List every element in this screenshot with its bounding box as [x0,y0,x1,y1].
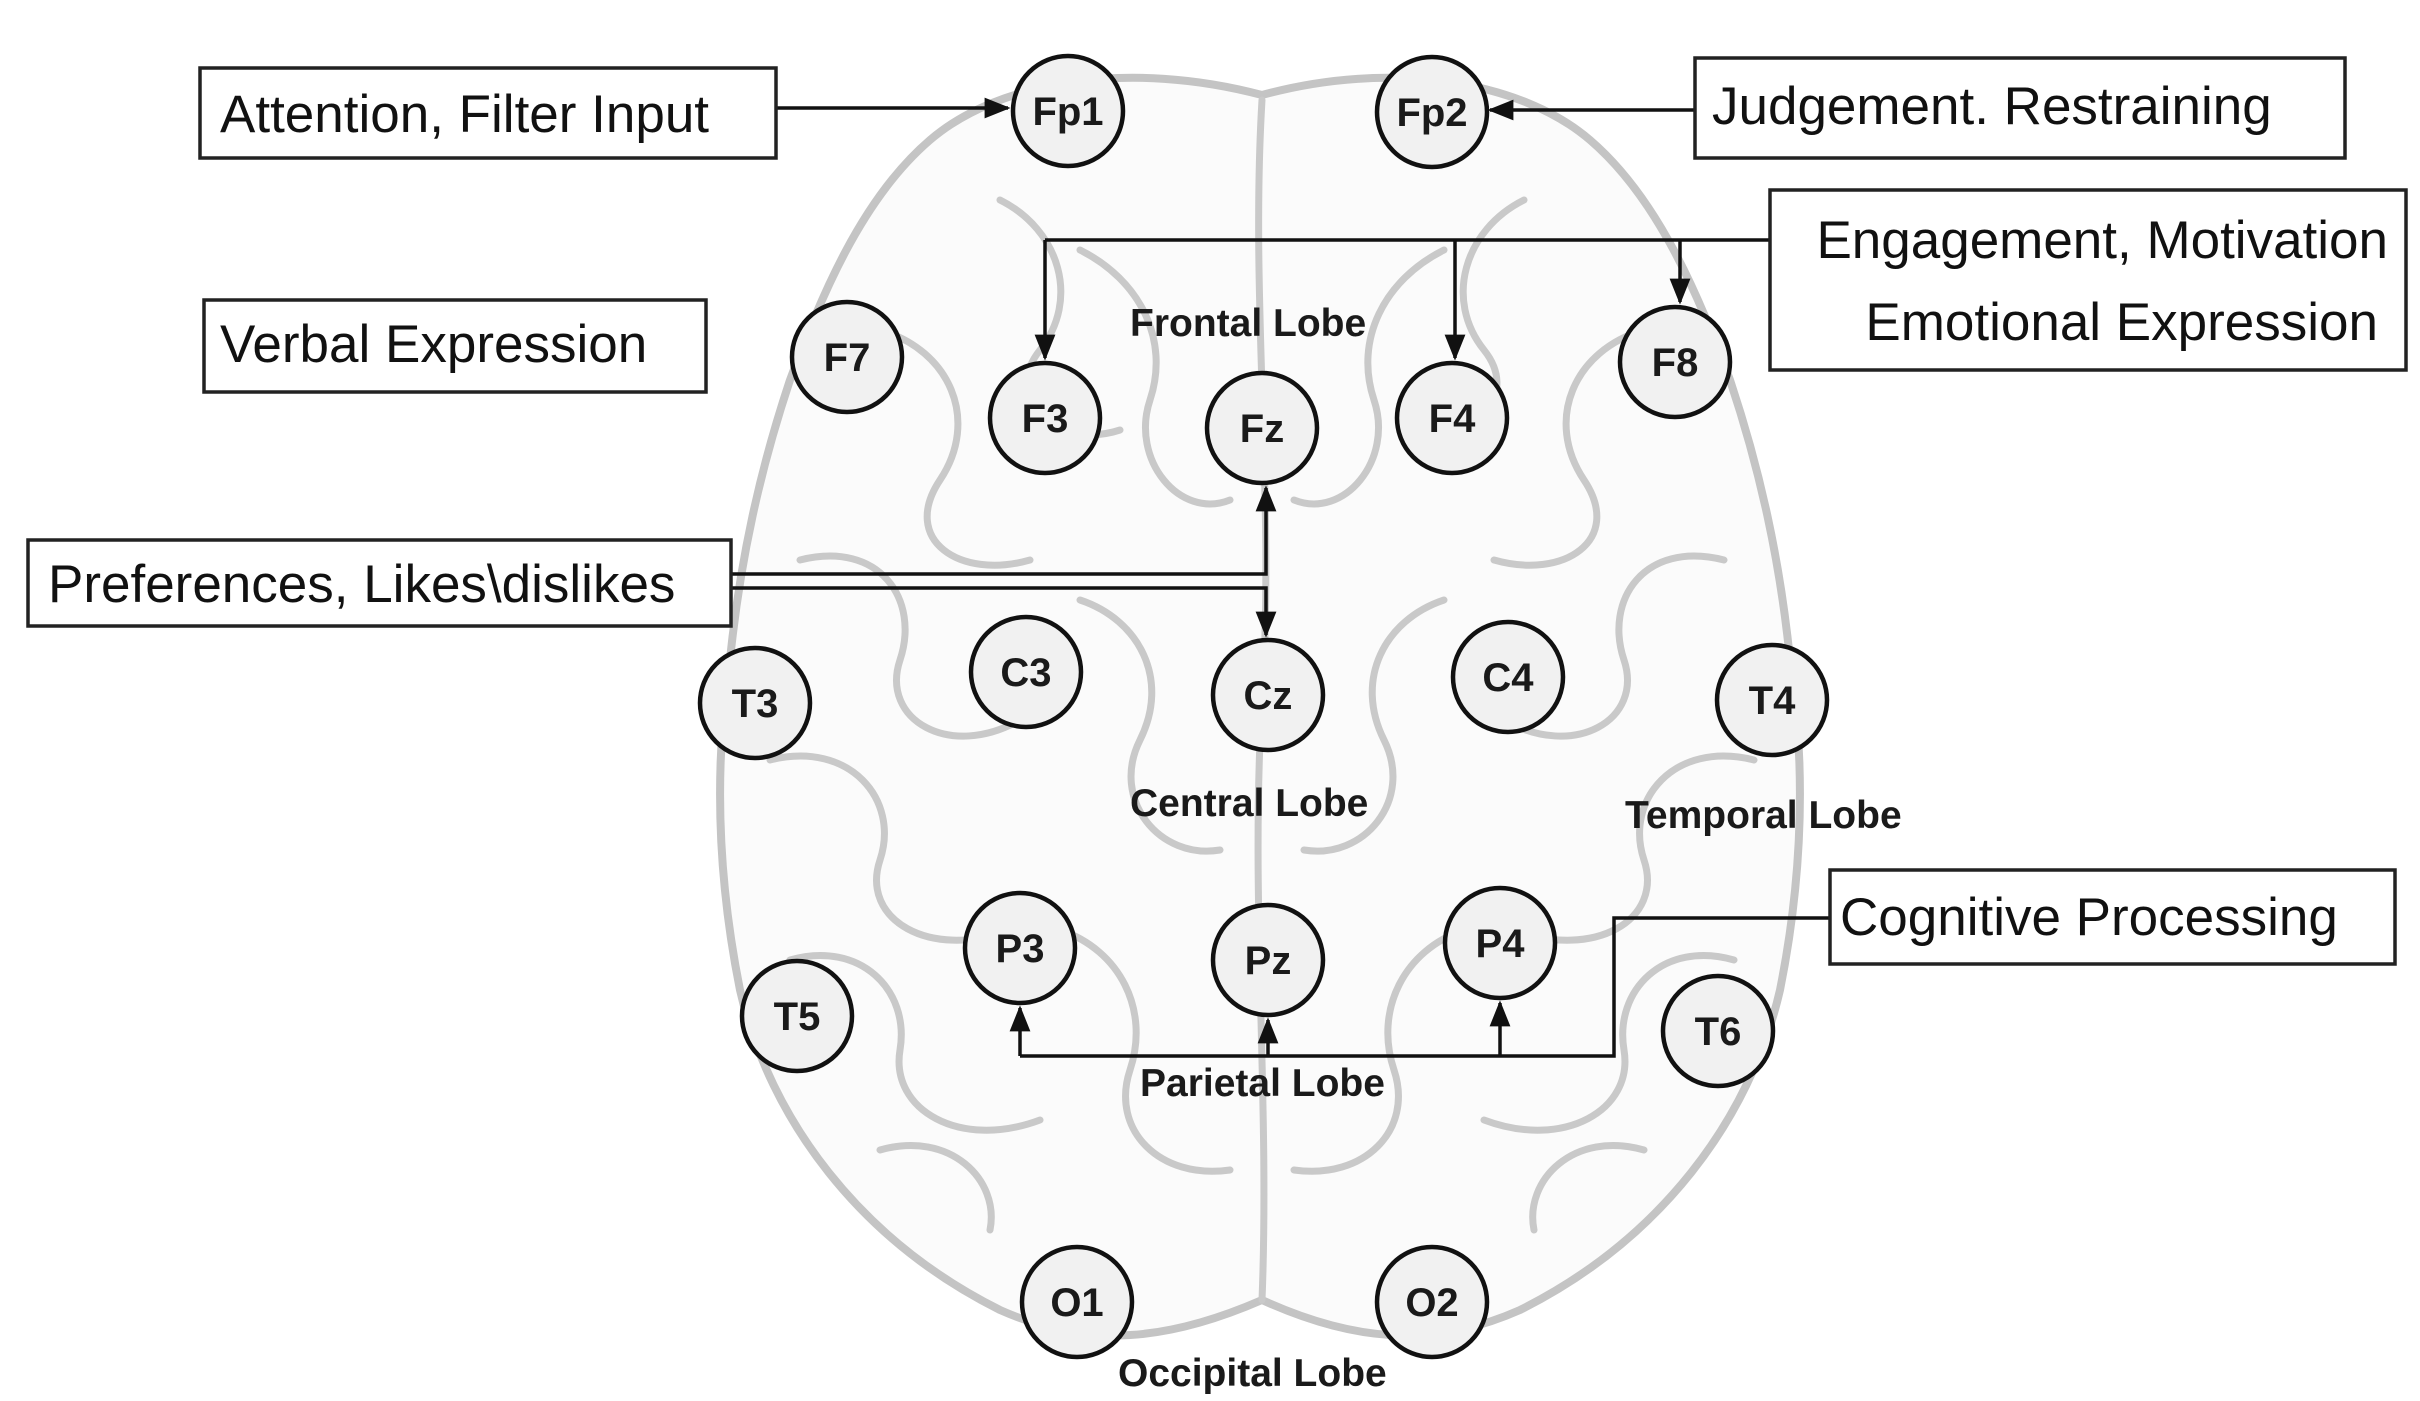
electrode-label: O2 [1405,1281,1458,1325]
electrode-circle [697,645,813,761]
function-label-cognitive: Cognitive Processing [1840,888,2338,947]
electrode-fp2: Fp2 [1374,54,1490,170]
electrode-label: C4 [1482,656,1534,700]
function-box-attention: Attention, Filter Input [198,66,778,160]
electrode-o1: O1 [1019,1244,1135,1360]
electrode-label: P4 [1476,922,1526,966]
electrode-circle [1714,642,1830,758]
electrode-label: T4 [1749,679,1796,723]
electrode-circle [962,890,1078,1006]
electrode-circle [1010,53,1126,169]
electrode-circle [1660,973,1776,1089]
function-box-cognitive: Cognitive Processing [1828,868,2397,966]
electrode-label: F8 [1652,341,1699,385]
electrode-fp1: Fp1 [1010,53,1126,169]
electrode-label: Pz [1245,939,1292,983]
electrode-fz: Fz [1204,370,1320,486]
electrode-f7: F7 [789,299,905,415]
electrode-o2: O2 [1374,1244,1490,1360]
lobe-label-frontal: Frontal Lobe [1130,302,1366,345]
electrode-cz: Cz [1210,637,1326,753]
electrode-label: T3 [732,682,779,726]
lobe-label-central: Central Lobe [1130,782,1368,825]
electrode-circle [968,614,1084,730]
function-box-verbal: Verbal Expression [202,298,708,394]
electrode-label: Cz [1244,674,1293,718]
electrode-circle [1204,370,1320,486]
electrode-label: T5 [774,995,821,1039]
electrode-c3: C3 [968,614,1084,730]
electrode-label: F7 [824,336,871,380]
function-label-engagement-line1: Engagement, Motivation [1816,211,2388,270]
electrode-circle [1374,1244,1490,1360]
electrode-circle [789,299,905,415]
electrode-label: O1 [1050,1281,1103,1325]
connector-lines [731,97,1830,1058]
electrode-p4: P4 [1442,885,1558,1001]
electrode-circle [987,360,1103,476]
electrode-t6: T6 [1660,973,1776,1089]
lobe-label-parietal: Parietal Lobe [1140,1062,1385,1105]
function-label-engagement-line2: Emotional Expression [1865,293,2378,352]
electrode-circle [739,958,855,1074]
electrode-p3: P3 [962,890,1078,1006]
electrode-f4: F4 [1394,360,1510,476]
electrode-t5: T5 [739,958,855,1074]
electrode-label: F3 [1022,397,1069,441]
electrode-label: T6 [1695,1010,1742,1054]
electrode-label: F4 [1429,397,1476,441]
electrode-t3: T3 [697,645,813,761]
electrode-f8: F8 [1617,304,1733,420]
function-box-preferences: Preferences, Likes\dislikes [26,538,733,628]
electrode-circle [1019,1244,1135,1360]
electrode-c4: C4 [1450,619,1566,735]
electrode-pz: Pz [1210,902,1326,1018]
electrode-circle [1374,54,1490,170]
connector-cognitive-trunk [1020,916,1830,1058]
connector-preferences-fz [731,485,1277,576]
lobe-label-occipital: Occipital Lobe [1118,1352,1387,1395]
function-box-engagement: Engagement, Motivation Emotional Express… [1768,188,2408,372]
electrode-label: Fp2 [1396,91,1467,135]
electrode-label: Fz [1240,407,1284,451]
function-label-attention: Attention, Filter Input [220,85,709,144]
electrode-circle [1210,902,1326,1018]
electrode-circle [1442,885,1558,1001]
function-label-judgement: Judgement. Restraining [1712,77,2272,136]
electrode-circle [1450,619,1566,735]
electrode-t4: T4 [1714,642,1830,758]
function-label-preferences: Preferences, Likes\dislikes [48,555,675,614]
electrode-f3: F3 [987,360,1103,476]
electrode-circle [1617,304,1733,420]
electrode-circle [1394,360,1510,476]
electrode-circle [1210,637,1326,753]
function-box-judgement: Judgement. Restraining [1693,56,2347,160]
electrode-label: P3 [996,927,1045,971]
electrode-label: C3 [1000,651,1051,695]
lobe-label-temporal: Temporal Lobe [1625,794,1902,837]
electrode-label: Fp1 [1032,90,1103,134]
connector-preferences-cz [731,586,1277,638]
function-label-verbal: Verbal Expression [220,315,647,374]
